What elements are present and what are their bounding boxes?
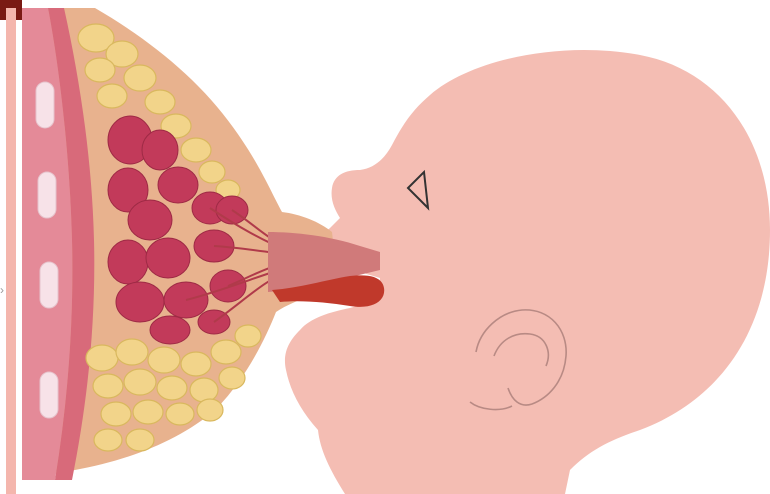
fat-lobule-icon [94,429,122,451]
rib-icon [38,172,56,218]
fat-lobule-icon [166,403,194,425]
rib-icon [40,262,58,308]
gland-cluster-icon [150,316,190,344]
fat-lobule-icon [124,369,156,395]
fat-lobule-icon [85,58,115,82]
fat-lobule-icon [93,374,123,398]
fat-lobule-icon [235,325,261,347]
fat-lobule-icon [101,402,131,426]
fat-lobule-icon [133,400,163,424]
fat-lobule-icon [97,84,127,108]
fat-lobule-icon [124,65,156,91]
rib-icon [40,372,58,418]
gland-cluster-icon [116,282,164,322]
gland-cluster-icon [128,200,172,240]
rib-icon [36,82,54,128]
fat-lobule-icon [211,340,241,364]
fat-lobule-icon [116,339,148,365]
fat-lobule-icon [181,138,211,162]
fat-lobule-icon [190,378,218,402]
gland-cluster-icon [158,167,198,203]
gland-cluster-icon [108,240,148,284]
fat-lobule-icon [148,347,180,373]
gland-cluster-icon [142,130,178,170]
fat-lobule-icon [219,367,245,389]
fat-lobule-icon [86,345,118,371]
gland-cluster-icon [146,238,190,278]
fat-lobule-icon [126,429,154,451]
fat-lobule-icon [145,90,175,114]
fat-lobule-icon [199,161,225,183]
fat-lobule-icon [157,376,187,400]
fat-lobule-icon [181,352,211,376]
fat-lobule-icon [197,399,223,421]
